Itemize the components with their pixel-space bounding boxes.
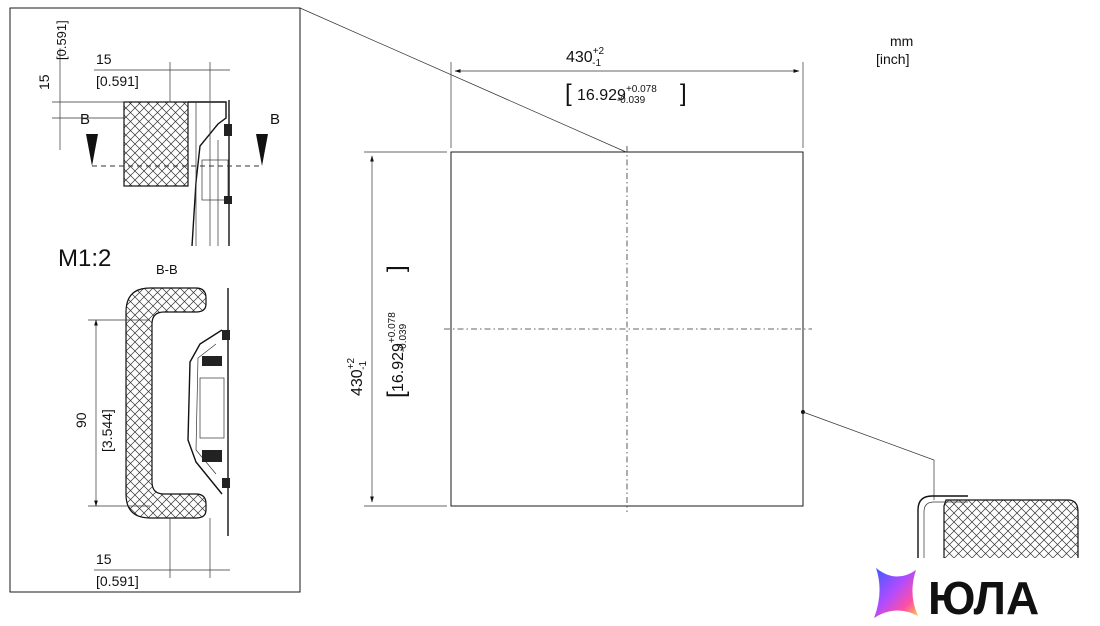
clip-bb-bottom bbox=[222, 478, 230, 488]
height-inch: 16.929+0.078-0.039 bbox=[387, 312, 409, 392]
units-secondary: [inch] bbox=[876, 51, 909, 67]
height-bracket-open: [ bbox=[383, 391, 410, 398]
housing-inner-lines-top bbox=[195, 102, 219, 246]
leader-line-top bbox=[299, 7, 627, 153]
dim-top-value: 15 bbox=[96, 51, 112, 67]
gasket-section-bb bbox=[125, 287, 207, 519]
dim-top-inch: [0.591] bbox=[96, 73, 139, 89]
width-value: 430+2-1 bbox=[566, 46, 605, 69]
detail-panel bbox=[9, 7, 627, 593]
dim-height-inch: [3.544] bbox=[99, 409, 115, 452]
section-bb-view: B-B 90 [3.544] 15 [0.591] bbox=[73, 262, 230, 589]
edge-panel-profile bbox=[917, 495, 968, 626]
mechanism-bb bbox=[199, 377, 225, 439]
detail-frame bbox=[9, 7, 301, 593]
dim-side-value: 15 bbox=[36, 74, 52, 90]
clip-bb-top bbox=[222, 330, 230, 340]
clip-top bbox=[224, 124, 232, 136]
edge-panel-inner bbox=[923, 501, 968, 626]
scale-label: M1:2 bbox=[58, 245, 111, 272]
housing-profile-bb bbox=[187, 329, 223, 495]
leader-line-edge bbox=[802, 411, 935, 500]
width-bracket-open: [ bbox=[565, 80, 572, 107]
logo-text: ЮЛА bbox=[928, 572, 1039, 624]
cutout-view: 430+2-1 [ 16.929+0.078-0.039 ] 430+2-1 1… bbox=[346, 46, 812, 512]
width-inch: 16.929+0.078-0.039 bbox=[577, 84, 657, 106]
dim-bottom-inch: [0.591] bbox=[96, 573, 139, 589]
height-value: 430+2-1 bbox=[346, 357, 369, 396]
section-view-title: B-B bbox=[156, 262, 178, 277]
section-marker-left: B bbox=[80, 111, 90, 128]
section-arrow-right bbox=[256, 134, 268, 166]
gasket-section-top bbox=[123, 101, 189, 187]
top-detail-view: B B 15 [0.591] 15 [0.591] bbox=[36, 20, 280, 247]
clip-bottom bbox=[224, 196, 232, 204]
section-arrow-left bbox=[86, 134, 98, 166]
logo-mark-icon bbox=[874, 568, 918, 618]
height-bracket-close: ] bbox=[383, 265, 410, 272]
roller-lower bbox=[202, 450, 222, 462]
brand-logo: ЮЛА bbox=[842, 558, 1100, 626]
housing-profile-top bbox=[188, 101, 227, 247]
width-bracket-close: ] bbox=[680, 80, 687, 107]
section-marker-right: B bbox=[270, 111, 280, 128]
dim-height-value: 90 bbox=[73, 412, 89, 428]
dim-side-inch: [0.591] bbox=[54, 20, 69, 60]
mechanism-top bbox=[201, 159, 229, 201]
roller-upper bbox=[202, 356, 222, 366]
dim-bottom-value: 15 bbox=[96, 551, 112, 567]
units-primary: mm bbox=[890, 33, 913, 49]
